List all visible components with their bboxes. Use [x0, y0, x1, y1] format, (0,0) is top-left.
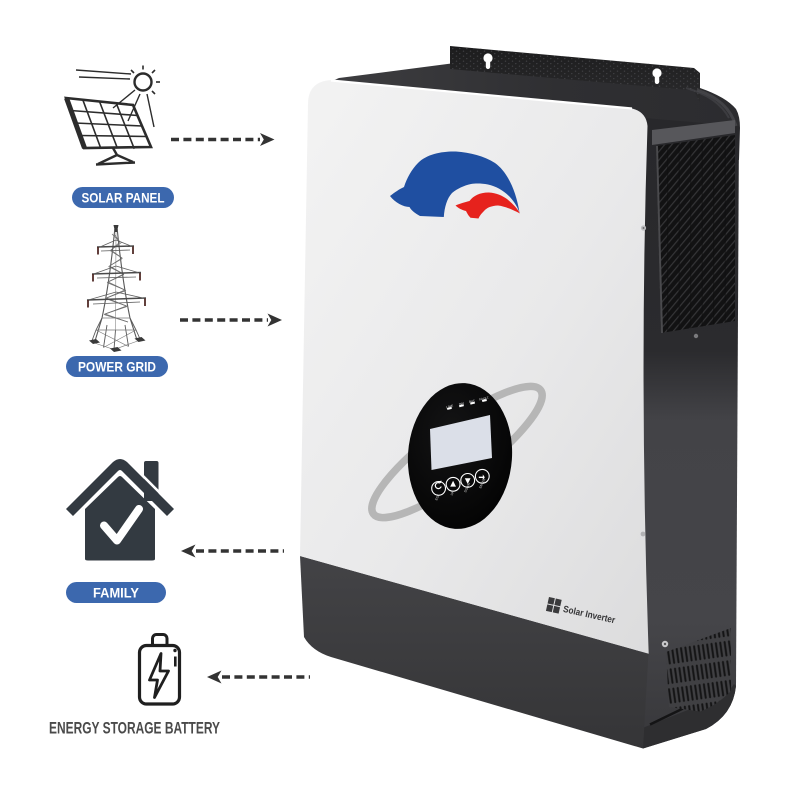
- svg-text:BAT: BAT: [469, 399, 476, 404]
- svg-text:ENTER: ENTER: [478, 477, 486, 489]
- svg-text:LINE: LINE: [446, 404, 454, 409]
- svg-text:FAULT: FAULT: [479, 396, 489, 402]
- svg-text:UP: UP: [450, 490, 456, 496]
- svg-text:DOWN: DOWN: [463, 482, 471, 493]
- svg-text:FAMILY: FAMILY: [93, 585, 140, 601]
- svg-text:ESC: ESC: [434, 493, 441, 501]
- svg-text:INV: INV: [458, 401, 465, 406]
- svg-text:SOLAR PANEL: SOLAR PANEL: [82, 190, 165, 206]
- svg-text:POWER GRID: POWER GRID: [78, 359, 156, 375]
- svg-text:ENERGY STORAGE BATTERY: ENERGY STORAGE BATTERY: [49, 720, 220, 738]
